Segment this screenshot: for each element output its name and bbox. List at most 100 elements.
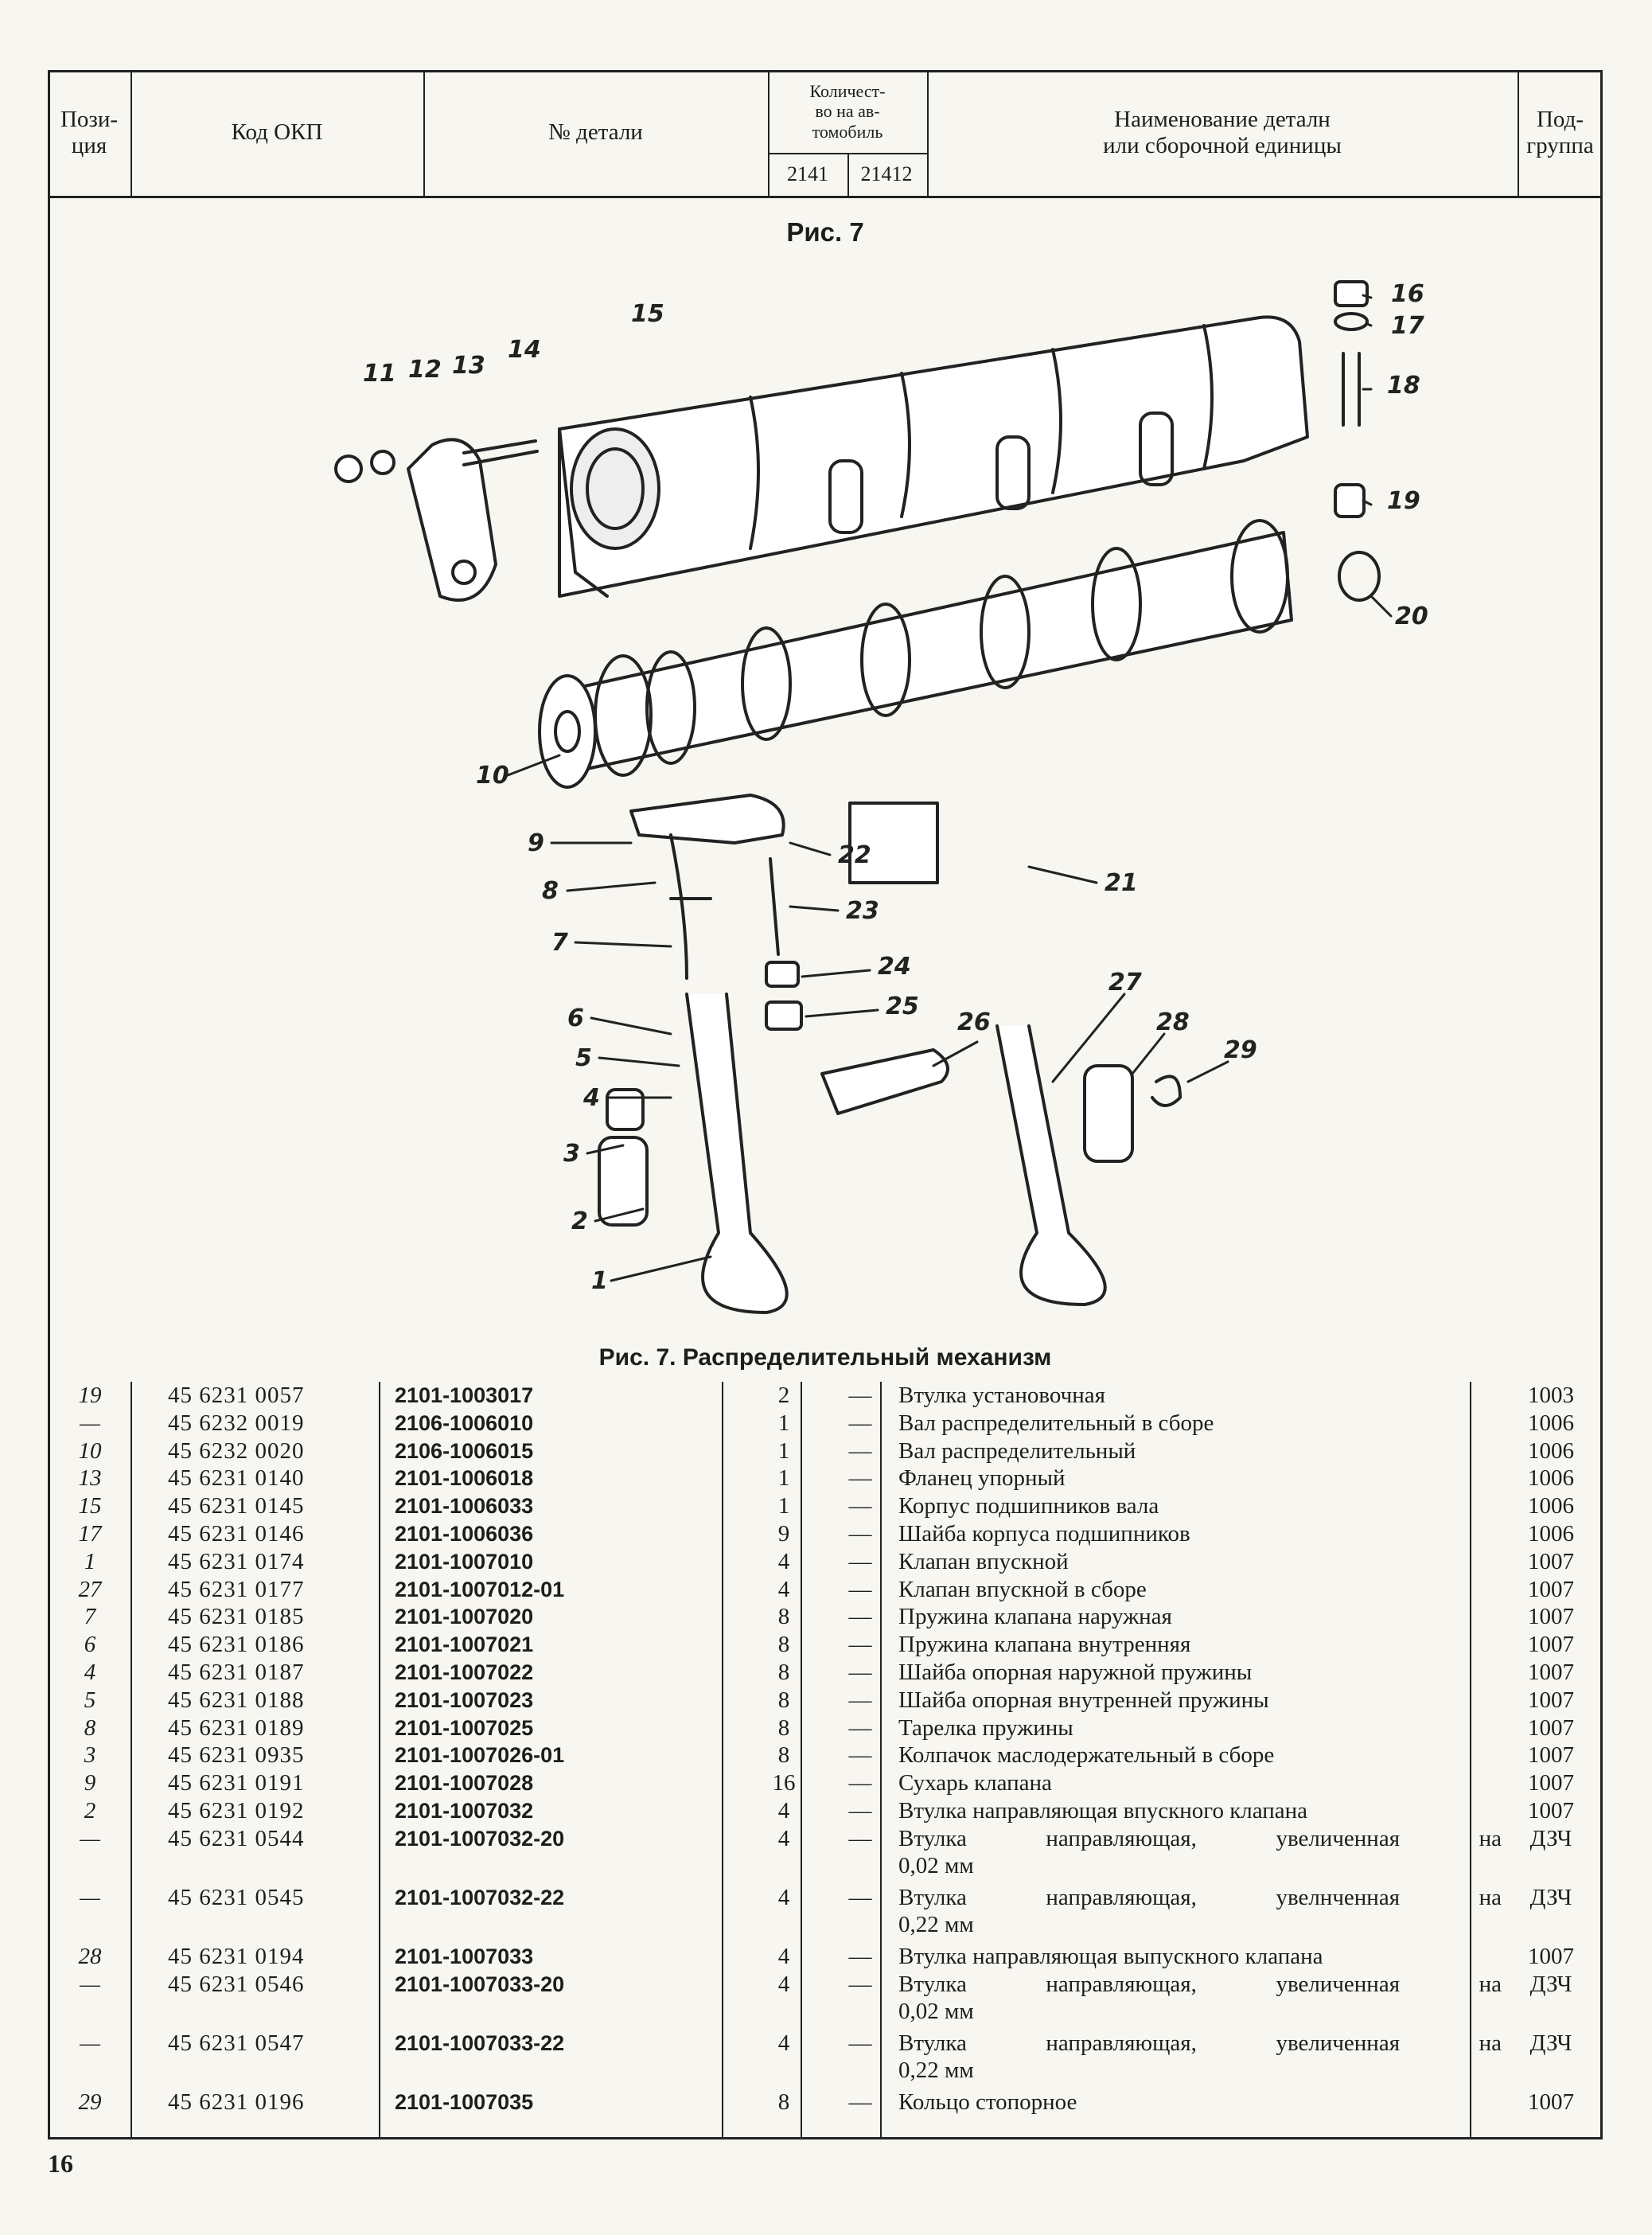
row-subgroup: 1003 [1528, 1383, 1574, 1408]
rocker-part [629, 794, 785, 844]
plate-part [820, 1048, 949, 1115]
row-qty-21412: — [848, 1383, 872, 1408]
header-okp-code: Код ОКП [131, 70, 425, 196]
row-position: 19 [78, 1383, 102, 1408]
row-qty-2141: 16 [772, 1770, 796, 1796]
row-part-number: 2101-1007025 [395, 1715, 534, 1740]
row-part-name: Клапан впускной в сборе [898, 1576, 1147, 1602]
row-part-name: Фланец упорный [898, 1465, 1066, 1492]
row-part-name: Сухарь клапана [898, 1770, 1052, 1796]
row-subgroup: 1007 [1528, 1943, 1574, 1969]
row-subgroup: ДЗЧ [1529, 1884, 1572, 1910]
row-part-name: Корпус подшипников вала [898, 1493, 1159, 1519]
row-qty-21412: — [848, 2089, 872, 2115]
row-qty-21412: — [848, 1714, 872, 1741]
row-qty-2141: 4 [777, 1548, 790, 1574]
valve-spring-part [669, 833, 712, 980]
row-subgroup: ДЗЧ [1529, 1825, 1572, 1851]
row-qty-2141: 1 [777, 1410, 790, 1436]
row-position: 7 [84, 1604, 96, 1630]
row-subgroup: 1006 [1528, 1493, 1574, 1519]
row-qty-2141: 2 [777, 1383, 790, 1408]
header-name: Наименование деталн или сборочной единиц… [927, 70, 1519, 196]
row-qty-21412: — [848, 1742, 872, 1769]
row-okp-code: 45 6231 0146 [168, 1521, 305, 1547]
row-qty-2141: 8 [777, 1687, 790, 1713]
row-qty-21412: — [848, 1770, 872, 1796]
row-okp-code: 45 6231 0192 [168, 1798, 305, 1823]
row-part-number: 2101-1007035 [395, 2089, 534, 2114]
label-29: 29 [1224, 1036, 1257, 1064]
row-part-name: Втулка установочная [898, 1383, 1105, 1408]
row-position: 10 [78, 1437, 102, 1464]
header-position: Пози- ция [48, 70, 132, 196]
row-okp-code: 45 6231 0186 [168, 1632, 305, 1658]
row-okp-code: 45 6231 0935 [168, 1742, 305, 1769]
row-okp-code: 45 6231 0140 [168, 1465, 305, 1492]
row-qty-2141: 8 [777, 1632, 790, 1658]
label-20: 20 [1395, 603, 1428, 630]
label-22: 22 [838, 841, 871, 869]
oil-cap-part [606, 1088, 645, 1131]
row-part-name: Тарелка пружины [898, 1714, 1073, 1741]
row-okp-code: 45 6231 0187 [168, 1660, 305, 1685]
row-qty-21412: — [848, 1604, 872, 1630]
bearing-housing-part [558, 315, 1309, 598]
row-part-number: 2101-1007012-01 [395, 1577, 565, 1601]
row-part-number: 2101-1007023 [395, 1687, 534, 1712]
row-position: 8 [84, 1714, 96, 1741]
row-subgroup: 1007 [1528, 1798, 1574, 1823]
row-part-number: 2101-1007033 [395, 1944, 534, 1968]
nut-part [765, 961, 800, 988]
table-header: Пози- ция Код ОКП № детали Количест- во … [48, 70, 1603, 198]
row-position: 27 [78, 1576, 102, 1602]
label-17: 17 [1391, 312, 1424, 340]
row-okp-code: 45 6231 0189 [168, 1714, 305, 1741]
row-part-name-continued: 0,22 мм [898, 1911, 974, 1937]
row-okp-code: 45 6231 0057 [168, 1383, 305, 1408]
row-qty-21412: — [848, 1632, 872, 1658]
row-part-name: Втулка направляющая впускного клапана [898, 1798, 1308, 1823]
row-position: 4 [84, 1660, 96, 1685]
camshaft-part [538, 519, 1293, 789]
label-27: 27 [1108, 969, 1142, 997]
row-qty-21412: — [848, 1971, 872, 1997]
figure-title: Рис. 7 [786, 217, 864, 247]
row-position: 29 [78, 2089, 102, 2115]
row-qty-2141: 4 [777, 1884, 790, 1910]
figure-labels: 1 2 3 4 5 6 7 8 9 10 11 12 13 14 15 16 1… [363, 280, 1428, 1295]
row-part-number: 2101-1007032-20 [395, 1826, 565, 1851]
row-subgroup: 1007 [1528, 1548, 1574, 1574]
row-qty-2141: 4 [777, 1971, 790, 1997]
camshaft-mechanism-drawing: 1 2 3 4 5 6 7 8 9 10 11 12 13 14 15 16 1… [334, 280, 1428, 1314]
row-part-name: Втулка направляющая, увеличенная на [898, 1825, 1502, 1851]
row-part-number: 2101-1007032-22 [395, 1885, 565, 1909]
nut-part [1334, 280, 1369, 307]
label-21: 21 [1105, 869, 1138, 897]
row-part-name: Шайба опорная внутренней пружины [898, 1687, 1269, 1713]
row-part-name: Пружина клапана наружная [898, 1604, 1172, 1630]
row-qty-21412: — [848, 1576, 872, 1602]
row-qty-2141: 8 [777, 2089, 790, 2115]
row-qty-2141: 8 [777, 1742, 790, 1769]
row-part-number: 2101-1007033-22 [395, 2030, 565, 2055]
row-position: 1 [84, 1548, 96, 1574]
row-part-number: 2101-1006033 [395, 1494, 534, 1519]
quantity-model-2141: 2141 [768, 153, 849, 196]
label-25: 25 [886, 993, 919, 1020]
row-position: 2 [84, 1798, 96, 1823]
label-4: 4 [582, 1084, 600, 1112]
row-part-name: Вал распределительный [898, 1437, 1136, 1464]
row-subgroup: 1006 [1528, 1521, 1574, 1547]
row-qty-2141: 8 [777, 1604, 790, 1630]
bolt-part [769, 857, 780, 956]
row-part-name: Кольцо стопорное [898, 2089, 1077, 2115]
label-28: 28 [1156, 1008, 1190, 1036]
row-qty-21412: — [848, 1943, 872, 1969]
row-part-name-continued: 0,02 мм [898, 1998, 974, 2024]
sleeve-part [1334, 483, 1366, 518]
row-qty-2141: 1 [777, 1465, 790, 1492]
row-part-name: Шайба опорная наружной пружины [898, 1660, 1253, 1685]
row-part-number: 2101-1007033-20 [395, 1972, 565, 1996]
row-part-name-continued: 0,22 мм [898, 2057, 974, 2083]
